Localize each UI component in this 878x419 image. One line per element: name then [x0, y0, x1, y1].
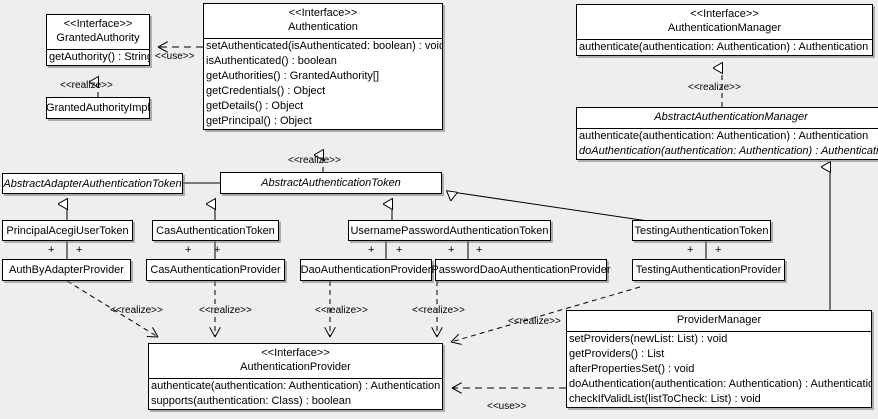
operation: setProviders(newList: List) : void: [569, 333, 728, 345]
class-name: AbstractAdapterAuthenticationToken: [3, 177, 182, 190]
operations-compartment: authenticate(authentication: Authenticat…: [577, 128, 878, 159]
class-name: PasswordDaoAuthenticationProvider: [431, 264, 611, 276]
class-granted-authority[interactable]: <<Interface>> GrantedAuthority getAuthor…: [46, 14, 150, 66]
class-abstract-authentication-manager[interactable]: AbstractAuthenticationManager authentica…: [576, 107, 878, 160]
operations-compartment: setAuthenticated(isAuthenticated: boolea…: [204, 38, 442, 129]
operation: isAuthenticated() : boolean: [206, 55, 337, 67]
operation: getAuthorities() : GrantedAuthority[]: [206, 70, 380, 82]
operations-compartment: authenticate(authentication: Authenticat…: [577, 39, 872, 55]
class-name: AuthenticationManager: [667, 22, 782, 34]
class-cas-authentication-provider[interactable]: CasAuthenticationProvider: [146, 259, 285, 281]
operation: getCredentials() : Object: [206, 85, 326, 97]
multiplicity-marker: +: [214, 244, 221, 256]
operation: doAuthentication(authentication: Authent…: [579, 145, 878, 157]
class-authentication[interactable]: <<Interface>> Authentication setAuthenti…: [203, 3, 443, 130]
rel-testingtoken-extends-abstracttoken: [452, 192, 649, 222]
operation: afterPropertiesSet() : void: [569, 363, 695, 375]
class-header: <<Interface>> AuthenticationProvider: [149, 344, 442, 378]
multiplicity-marker: +: [368, 244, 375, 256]
class-name: TestingAuthenticationProvider: [635, 264, 782, 276]
multiplicity-marker: +: [476, 244, 483, 256]
multiplicity-marker: +: [396, 244, 403, 256]
class-name: UsernamePasswordAuthenticationToken: [350, 224, 549, 237]
multiplicity-marker: +: [76, 244, 83, 256]
operation: getProviders() : List: [569, 348, 665, 360]
stereotype-label: <<Interface>>: [690, 8, 759, 20]
operation: authenticate(authentication: Authenticat…: [151, 380, 441, 392]
class-abstract-authentication-token[interactable]: AbstractAuthenticationToken: [220, 172, 442, 194]
operation: supports(authentication: Class) : boolea…: [151, 395, 351, 407]
class-name: TestingAuthenticationToken: [634, 224, 769, 237]
edge-label-realize-abstractauthenticationmanager: <<realize>>: [688, 82, 741, 93]
operations-compartment: setProviders(newList: List) : void getPr…: [567, 331, 871, 407]
operation: checkIfValidList(listToCheck: List) : vo…: [569, 393, 761, 405]
class-name: AuthenticationProvider: [240, 361, 351, 373]
operation: authenticate(authentication: Authenticat…: [579, 130, 869, 142]
edge-label-use-grantedauthority: <<use>>: [155, 51, 195, 62]
class-header: <<Interface>> GrantedAuthority: [47, 15, 149, 49]
class-auth-by-adapter-provider[interactable]: AuthByAdapterProvider: [2, 259, 131, 281]
class-name: AbstractAuthenticationToken: [261, 177, 401, 189]
class-name: PrincipalAcegiUserToken: [6, 224, 129, 237]
class-username-password-authentication-token[interactable]: UsernamePasswordAuthenticationToken: [348, 220, 551, 241]
class-name: GrantedAuthority: [56, 32, 140, 44]
edge-label-realize-abstractauthenticationtoken: <<realize>>: [288, 155, 341, 166]
class-testing-authentication-provider[interactable]: TestingAuthenticationProvider: [632, 259, 785, 281]
class-name: Authentication: [288, 21, 358, 33]
operation: getAuthority() : String: [49, 51, 149, 63]
multiplicity-marker: +: [448, 244, 455, 256]
edge-label-realize-grantedauthorityimpl: <<realize>>: [60, 80, 113, 91]
class-header: <<Interface>> AuthenticationManager: [577, 5, 872, 39]
edge-label-realize-daoprovider: <<realize>>: [315, 305, 368, 316]
class-granted-authority-impl[interactable]: GrantedAuthorityImpl: [46, 97, 150, 119]
stereotype-label: <<Interface>>: [288, 7, 358, 19]
edge-label-realize-authbyadapterprovider: <<realize>>: [110, 305, 163, 316]
operation: getPrincipal() : Object: [206, 115, 312, 127]
class-authentication-provider[interactable]: <<Interface>> AuthenticationProvider aut…: [148, 343, 443, 410]
edge-label-use-providermanager: <<use>>: [487, 401, 527, 412]
multiplicity-marker: +: [715, 244, 722, 256]
operation: setAuthenticated(isAuthenticated: boolea…: [206, 40, 442, 52]
class-header: ProviderManager: [567, 311, 871, 331]
class-abstract-adapter-authentication-token[interactable]: AbstractAdapterAuthenticationToken: [2, 173, 183, 194]
class-header: AbstractAuthenticationManager: [577, 108, 878, 128]
class-name: DaoAuthenticationProvider: [300, 264, 432, 276]
stereotype-label: <<Interface>>: [261, 347, 330, 359]
class-dao-authentication-provider[interactable]: DaoAuthenticationProvider: [300, 259, 432, 281]
operation: doAuthentication(authentication: Authent…: [569, 378, 871, 390]
class-testing-authentication-token[interactable]: TestingAuthenticationToken: [632, 220, 771, 241]
operation: getDetails() : Object: [206, 100, 304, 112]
class-header: <<Interface>> Authentication: [204, 4, 442, 38]
class-name: ProviderManager: [676, 314, 762, 326]
operations-compartment: authenticate(authentication: Authenticat…: [149, 378, 442, 409]
class-name: GrantedAuthorityImpl: [46, 102, 150, 114]
multiplicity-marker: +: [185, 244, 192, 256]
class-name: CasAuthenticationProvider: [150, 264, 281, 276]
class-provider-manager[interactable]: ProviderManager setProviders(newList: Li…: [566, 310, 872, 408]
multiplicity-marker: +: [687, 244, 694, 256]
class-password-dao-authentication-provider[interactable]: PasswordDaoAuthenticationProvider: [431, 259, 611, 281]
class-name: AuthByAdapterProvider: [9, 264, 124, 276]
multiplicity-marker: +: [48, 244, 55, 256]
edge-label-realize-casprovider: <<realize>>: [199, 305, 252, 316]
operation: authenticate(authentication: Authenticat…: [579, 41, 869, 53]
class-name: AbstractAuthenticationManager: [654, 111, 808, 123]
class-cas-authentication-token[interactable]: CasAuthenticationToken: [152, 220, 279, 241]
class-principal-acegi-user-token[interactable]: PrincipalAcegiUserToken: [2, 220, 133, 241]
class-authentication-manager[interactable]: <<Interface>> AuthenticationManager auth…: [576, 4, 873, 56]
stereotype-label: <<Interface>>: [63, 18, 133, 30]
class-name: CasAuthenticationToken: [156, 224, 275, 237]
operations-compartment: getAuthority() : String: [47, 49, 149, 65]
edge-label-realize-passworddaoprovider: <<realize>>: [412, 305, 465, 316]
edge-label-realize-testingprovider: <<realize>>: [508, 316, 561, 327]
